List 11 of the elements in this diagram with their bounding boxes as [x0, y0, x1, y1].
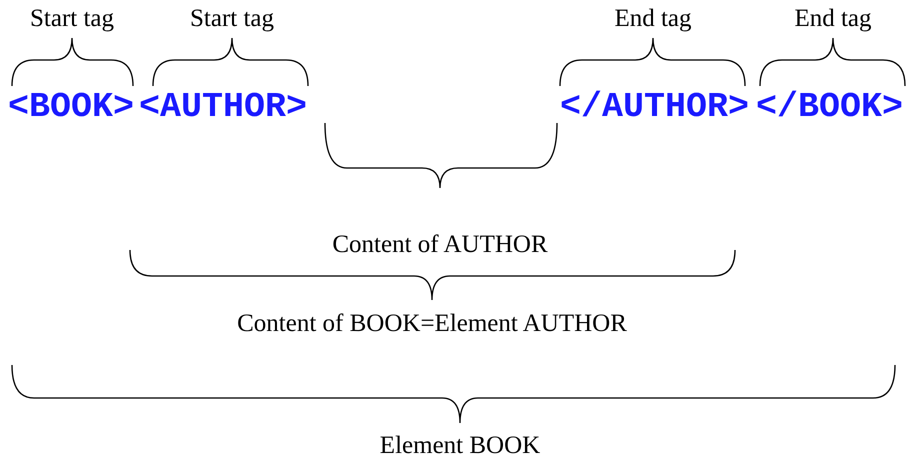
annotation-label: Start tag — [30, 6, 114, 31]
annotation-label: Element BOOK — [380, 433, 540, 458]
annotation-label: Start tag — [190, 6, 274, 31]
markup-tag: <AUTHOR> — [139, 90, 308, 125]
markup-tag: </AUTHOR> — [560, 90, 750, 125]
annotation-label: End tag — [614, 6, 692, 31]
markup-tag: </BOOK> — [756, 90, 904, 125]
annotation-label: Content of AUTHOR — [332, 232, 548, 257]
annotation-label: Content of BOOK=Element AUTHOR — [237, 311, 627, 336]
markup-tag: <BOOK> — [8, 90, 134, 125]
annotation-label: End tag — [794, 6, 872, 31]
